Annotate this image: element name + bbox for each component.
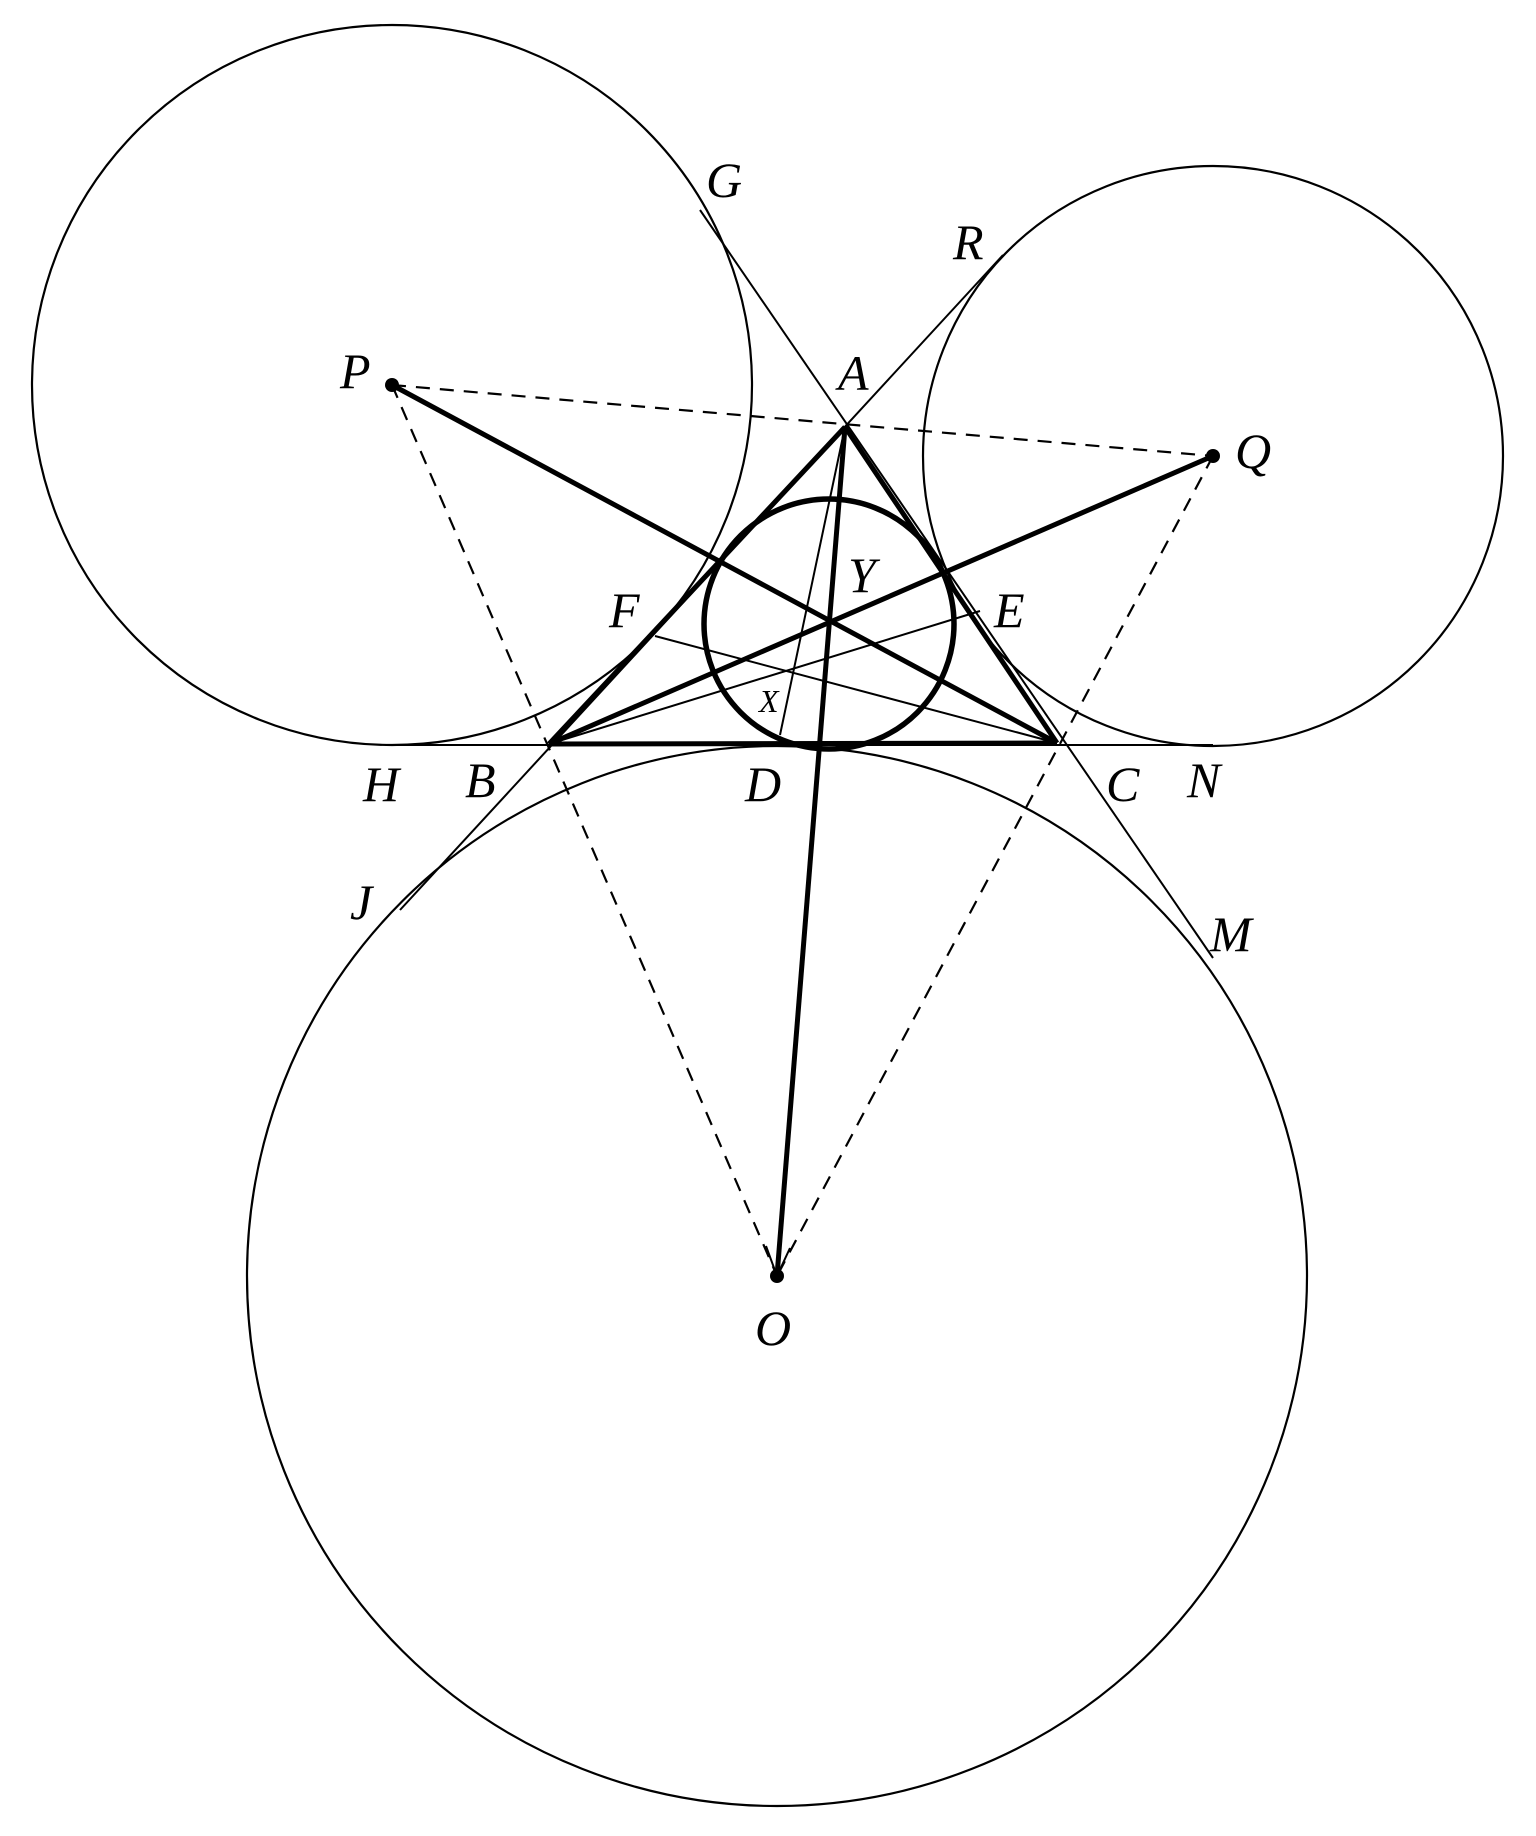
label-h: H	[362, 756, 402, 812]
point-o	[770, 1269, 784, 1283]
label-d: D	[744, 756, 781, 812]
label-a: A	[835, 345, 869, 401]
point-q	[1206, 449, 1220, 463]
label-p: P	[339, 343, 371, 399]
dashed-p-o	[390, 384, 779, 1277]
side-b-c	[548, 740, 1058, 747]
label-f: F	[608, 582, 640, 638]
label-j: J	[350, 874, 375, 930]
line-p-c	[390, 382, 1059, 746]
label-x: X	[757, 683, 780, 719]
point-p	[385, 378, 399, 392]
dashed-q-o	[776, 455, 1214, 1277]
label-r: R	[952, 214, 984, 270]
label-n: N	[1186, 752, 1223, 808]
line-a-x	[779, 426, 846, 736]
dashed-p-q	[391, 383, 1214, 458]
side-a-b	[547, 425, 847, 746]
label-o: O	[755, 1300, 791, 1356]
line-a-o	[774, 426, 848, 1277]
label-m: M	[1209, 906, 1254, 962]
label-e: E	[993, 582, 1025, 638]
label-g: G	[706, 152, 742, 208]
line-e-b	[548, 610, 981, 745]
label-b: B	[465, 752, 496, 808]
line-q-b	[548, 453, 1214, 747]
label-q: Q	[1235, 423, 1271, 479]
label-y: Y	[848, 547, 881, 603]
line-g-m	[699, 209, 1214, 959]
side-a-c	[842, 425, 1060, 745]
label-c: C	[1106, 756, 1140, 812]
line-f-c	[654, 635, 1058, 744]
